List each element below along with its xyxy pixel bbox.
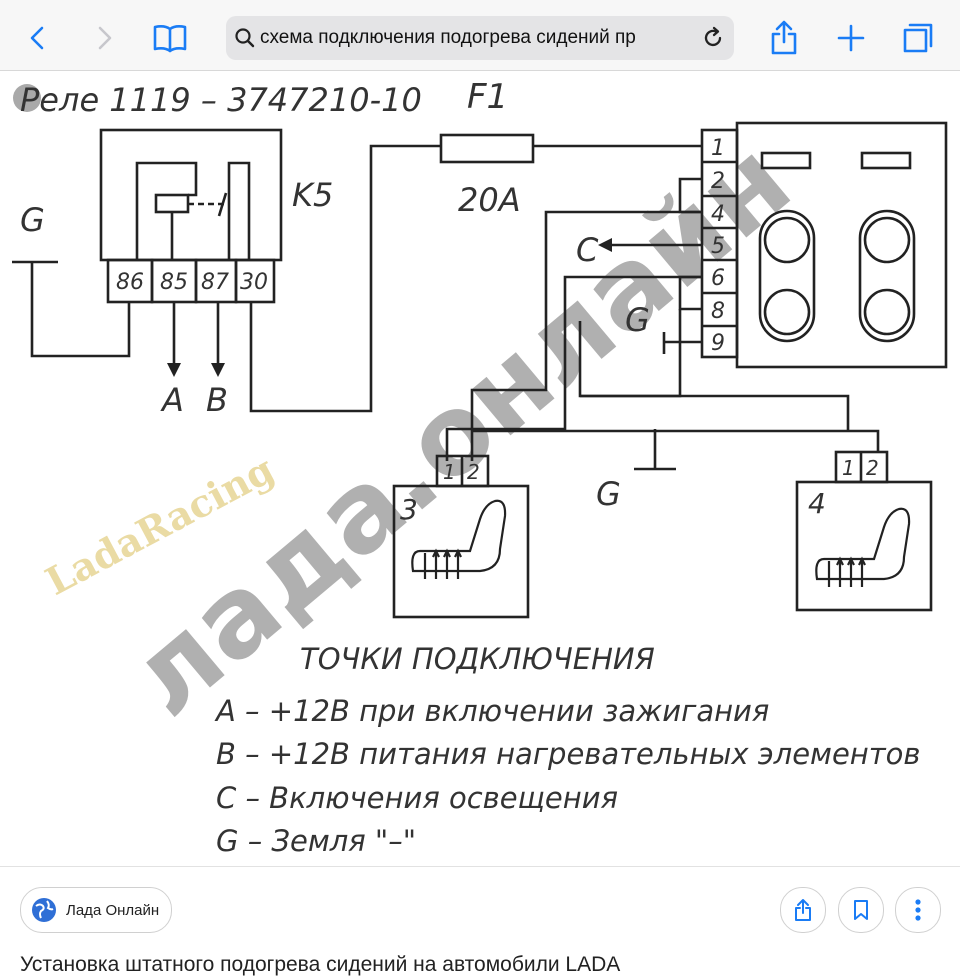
seat-left-heater — [392, 484, 530, 619]
reload-icon[interactable] — [700, 25, 726, 51]
switch-button-left — [758, 209, 816, 343]
legend-item-c: С – Включения освещения — [216, 781, 618, 815]
fuse-f1 — [439, 133, 535, 164]
seat-left-pin-2: 2 — [467, 460, 480, 484]
legend: ТОЧКИ ПОДКЛЮЧЕНИЯ A – +12В при включении… — [214, 642, 920, 858]
search-field[interactable]: схема подключения подогрева сидений пр — [226, 16, 734, 60]
more-vertical-icon — [915, 899, 921, 921]
image-badge-icon — [13, 84, 41, 112]
search-icon — [235, 28, 255, 48]
point-b-label: B — [206, 381, 228, 419]
connector-pin-2: 2 — [711, 169, 725, 194]
image-info-bar: Лада Онлайн Установка штатного подогрева… — [0, 866, 960, 976]
image-caption[interactable]: Установка штатного подогрева сидений на … — [20, 953, 621, 976]
pin-86-label: 86 — [116, 270, 144, 295]
forward-button[interactable] — [82, 16, 126, 60]
seat-right-heater — [795, 480, 933, 612]
ground-label-left: G — [20, 201, 45, 239]
bookmark-icon — [854, 900, 868, 920]
source-name: Лада Онлайн — [66, 901, 160, 919]
more-options-button[interactable] — [895, 887, 941, 933]
footer-share-button[interactable] — [780, 887, 826, 933]
browser-toolbar: схема подключения подогрева сидений пр — [0, 4, 960, 71]
legend-item-a: A – +12В при включении зажигания — [214, 694, 769, 728]
new-tab-button[interactable] — [829, 16, 873, 60]
save-bookmark-button[interactable] — [838, 887, 884, 933]
ground-label-switch: G — [625, 301, 650, 339]
seat-left-number: 3 — [400, 493, 418, 526]
relay-terminal-30 — [234, 258, 276, 304]
book-icon — [153, 25, 187, 53]
relay-ref: K5 — [292, 176, 333, 214]
connector-pin-4: 4 — [711, 202, 725, 227]
switch-indicator-right — [860, 151, 912, 170]
back-button[interactable] — [16, 16, 60, 60]
connector-pin-8: 8 — [711, 299, 725, 324]
relay-coil — [154, 193, 190, 214]
chevron-right-icon — [98, 26, 112, 50]
source-chip[interactable]: Лада Онлайн — [20, 887, 172, 933]
seat-left-icon — [411, 499, 507, 579]
legend-item-g: G – Земля "–" — [216, 824, 416, 858]
heater-switch — [735, 121, 948, 369]
search-query: схема подключения подогрева сидений пр — [260, 27, 636, 48]
pin-85-label: 85 — [160, 270, 188, 295]
share-icon — [795, 899, 811, 921]
globe-icon — [32, 898, 56, 922]
tabs-button[interactable] — [896, 16, 940, 60]
seat-right-number: 4 — [808, 487, 826, 520]
point-a-label: A — [160, 381, 184, 419]
pin-30-label: 30 — [240, 270, 268, 295]
arrow-a-icon — [167, 363, 181, 377]
chevron-left-icon — [30, 26, 44, 50]
connector-pin-9: 9 — [711, 331, 725, 356]
point-c-label: C — [576, 231, 599, 269]
tabs-icon — [903, 23, 933, 53]
share-icon — [771, 20, 797, 55]
legend-title: ТОЧКИ ПОДКЛЮЧЕНИЯ — [300, 642, 655, 676]
seat-right-pin-1: 1 — [842, 456, 855, 480]
arrow-b-icon — [211, 363, 225, 377]
pin-87-label: 87 — [201, 270, 229, 295]
fuse-rating: 20A — [458, 181, 521, 219]
connector-pin-5: 5 — [711, 234, 725, 259]
status-bar — [0, 0, 960, 4]
wiring-diagram: лада.онлайн LadaRacing — [12, 77, 948, 858]
fuse-label: F1 — [467, 77, 508, 117]
switch-indicator-left — [760, 151, 812, 170]
seat-right-icon — [815, 507, 911, 587]
connector-pin-6: 6 — [711, 266, 725, 291]
arrow-c-icon — [598, 238, 612, 252]
connector-pin-1: 1 — [711, 136, 725, 161]
switch-button-right — [858, 209, 916, 343]
plus-icon — [837, 24, 865, 52]
relay-title: Реле 1119 – 3747210-10 — [20, 81, 422, 119]
bookmarks-button[interactable] — [148, 16, 192, 60]
seat-left-pin-1: 1 — [443, 460, 456, 484]
ground-label-center: G — [596, 475, 621, 513]
image-viewer[interactable]: лада.онлайн LadaRacing — [0, 71, 960, 866]
legend-item-b: В – +12В питания нагревательных элементо… — [216, 737, 920, 771]
seat-right-pin-2: 2 — [866, 456, 879, 480]
share-button[interactable] — [762, 16, 806, 60]
